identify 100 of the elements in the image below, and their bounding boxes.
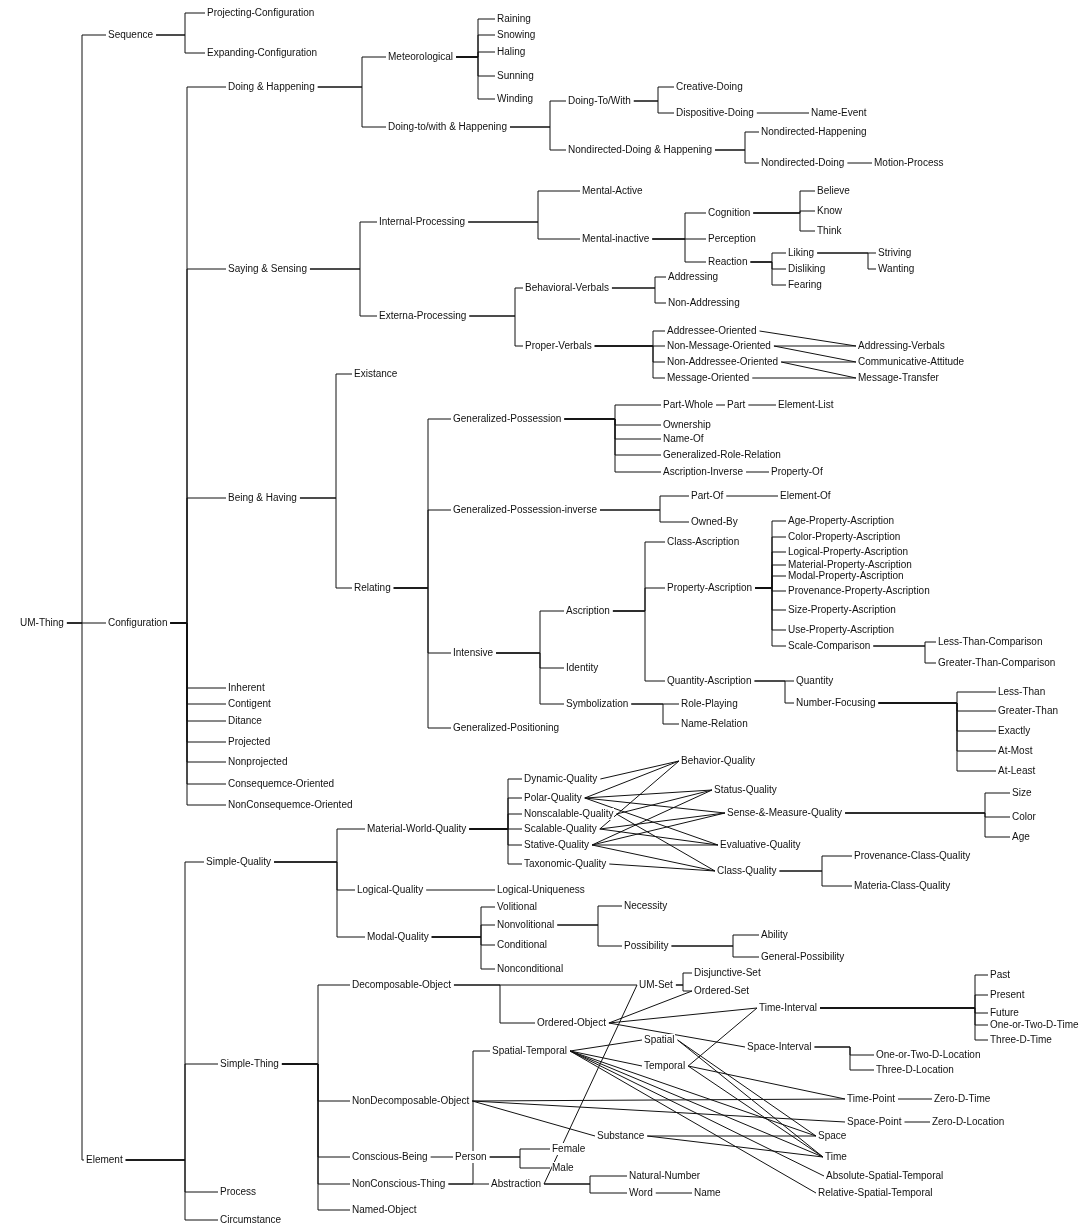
connector-line [752,212,816,232]
term-label: Perception [708,233,756,245]
connector-line [687,1007,758,1067]
connector-line [611,287,667,304]
term-label: Stative-Quality [524,839,590,851]
connector-line [543,1183,628,1194]
term-label: Expanding-Configuration [207,47,318,59]
term-label: Time-Interval [759,1002,817,1014]
term-label: Nonprojected [228,756,288,768]
term-label: Creative-Doing [676,81,743,93]
term-label: Substance [597,1130,645,1142]
term-label: Greater-Than-Comparison [938,657,1056,669]
term-label: Less-Than-Comparison [938,636,1043,648]
connector-line [778,870,853,887]
term-label: Behavioral-Verbals [525,282,609,294]
connector-line [599,760,680,830]
term-label: Female [552,1143,586,1155]
connector-line [299,497,353,589]
term-label: Space-Point [847,1116,902,1128]
connector-line [612,610,666,682]
term-label: Natural-Number [629,1170,701,1182]
term-label: Doing-to/with & Happening [388,121,507,133]
term-label: Provenance-Property-Ascription [788,585,930,597]
term-label: Think [817,225,842,237]
term-label: Spatial [644,1034,675,1046]
term-label: Generalized-Positioning [453,722,560,734]
term-label: Three-D-Time [990,1034,1052,1046]
term-label: Non-Addressee-Oriented [667,356,779,368]
term-label: Spatial-Temporal [492,1045,568,1057]
term-label: Relating [354,582,391,594]
connector-line [471,1100,596,1137]
term-label: Use-Property-Ascription [788,624,895,636]
term-label: Haling [497,46,526,58]
term-label: Named-Object [352,1204,417,1216]
connector-line [66,622,85,1161]
term-label: Present [990,989,1025,1001]
term-label: Proper-Verbals [525,340,592,352]
connector-line [453,984,536,1024]
connector-line [608,990,693,1024]
term-label: Identity [566,662,599,674]
term-label: Winding [497,93,534,105]
term-label: Name-Event [811,107,867,119]
term-label: Size-Property-Ascription [788,604,896,616]
term-label: UM-Thing [20,617,64,629]
term-label: Non-Addressing [668,297,740,309]
term-label: Communicative-Attitude [858,356,965,368]
term-label: Volitional [497,901,538,913]
connector-line [714,149,760,164]
term-label: Person [455,1151,487,1163]
term-label: Taxonomic-Quality [524,858,607,870]
term-label: Zero-D-Location [932,1116,1005,1128]
connector-line [616,813,716,872]
term-label: Quantity-Ascription [667,675,752,687]
term-label: Color-Property-Ascription [788,531,901,543]
term-label: Status-Quality [714,784,777,796]
term-label: Striving [878,247,912,259]
connector-line [675,984,693,992]
connector-line [584,789,713,799]
term-label: Scale-Comparison [788,640,871,652]
term-label: Polar-Quality [524,792,582,804]
term-label: Conscious-Being [352,1151,428,1163]
connector-line [467,221,581,240]
connector-line [616,789,713,815]
term-label: Modal-Quality [367,931,429,943]
connector-line [715,404,726,406]
term-label: Nonvolitional [497,919,555,931]
term-label: Relative-Spatial-Temporal [818,1187,933,1199]
term-label: Provenance-Class-Quality [854,850,971,862]
connector-line [747,404,777,406]
connector-line [543,984,638,1185]
term-label: Doing & Happening [228,81,315,93]
term-label: One-or-Two-D-Location [876,1049,981,1061]
term-label: Ownership [663,419,711,431]
term-label: Ascription [566,605,610,617]
connector-line [393,587,452,729]
term-label: Consequemce-Oriented [228,778,335,790]
term-label: Disliking [788,263,826,275]
term-label: Generalized-Role-Relation [663,449,781,461]
term-label: Nondirected-Happening [761,126,867,138]
term-label: Logical-Quality [357,884,424,896]
term-label: Possibility [624,940,669,952]
connector-line [569,1039,643,1052]
connector-line [655,1192,693,1194]
term-label: Logical-Property-Ascription [788,546,909,558]
term-label: Part-Whole [663,399,713,411]
term-label: Necessity [624,900,668,912]
term-label: Ordered-Object [537,1017,606,1029]
term-label: Ascription-Inverse [663,466,744,478]
term-label: General-Possibility [761,951,845,963]
connector-line [608,863,716,872]
term-label: Configuration [108,617,168,629]
term-label: Past [990,969,1010,981]
connector-line [425,889,496,891]
connector-line [846,162,873,164]
term-label: Modal-Property-Ascription [788,570,904,582]
connector-line [155,34,206,54]
term-label: Externa-Processing [379,310,467,322]
term-label: Addressee-Oriented [667,325,757,337]
term-label: Part [727,399,746,411]
term-label: NonDecomposable-Object [352,1095,470,1107]
